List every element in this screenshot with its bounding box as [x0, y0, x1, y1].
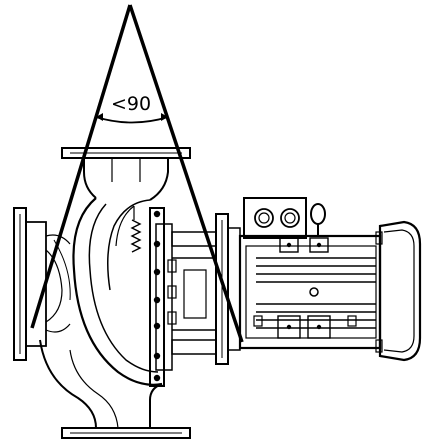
motor-center-bolt [309, 287, 319, 297]
fan-cover [378, 220, 422, 362]
lifting-eye [310, 203, 326, 225]
volute-outer [72, 197, 163, 386]
top-flange [61, 147, 191, 159]
terminal-box [243, 197, 307, 239]
bottom-flange [61, 427, 191, 439]
cable-gland-left [254, 208, 274, 228]
angle-left-leg [30, 4, 132, 329]
coil [130, 219, 142, 253]
angle-arc-arrow-left [96, 113, 103, 121]
angle-right-leg [128, 4, 244, 343]
cable-gland-right [280, 208, 300, 228]
coupling-lantern [167, 213, 241, 365]
installation-angle-indicator: <90 [30, 4, 244, 343]
cooling-fins [256, 257, 376, 329]
pump-housing [13, 147, 191, 439]
left-flange [13, 207, 27, 361]
angle-arc-arrow-right [161, 113, 168, 121]
angle-arc [95, 116, 169, 124]
angle-label: <90 [111, 93, 151, 115]
motor [238, 197, 422, 362]
bearing-flange [133, 206, 173, 387]
